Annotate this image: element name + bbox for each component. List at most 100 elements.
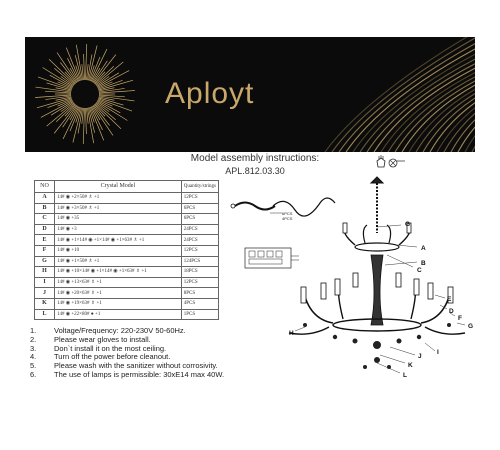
cell-qty: 12PCS xyxy=(180,244,220,257)
chain-pcs-top: 6PCS xyxy=(282,211,293,216)
instruction-number: 1. xyxy=(30,326,37,335)
col-crystal-model: Crystal Model xyxy=(54,180,182,193)
banner-art xyxy=(35,37,475,152)
part-label: I xyxy=(437,349,439,356)
cell-qty: 24PCS xyxy=(180,223,220,236)
instructions-list: 1.Voltage/Frequency: 220-230V 50-60Hz.2.… xyxy=(30,326,280,380)
instruction-text: Don`t install it on the most ceiling. xyxy=(54,343,167,353)
drill-gloves-icon xyxy=(376,155,405,168)
instruction-item: 1. Voltage/Frequency: 220-230V 50-60Hz. xyxy=(30,326,280,336)
cell-desc: 14# ◉ +35 xyxy=(54,213,182,225)
cell-no: B xyxy=(34,202,55,215)
instruction-text: Please wear gloves to install. xyxy=(54,334,151,344)
cell-no: E xyxy=(34,234,55,246)
cell-qty: 12PCS xyxy=(180,192,220,204)
cell-no: H xyxy=(34,266,55,278)
model-code: APL.812.03.30 xyxy=(225,166,285,176)
cell-desc: 14# ◉ +19×63# ♗ +1 xyxy=(54,297,182,310)
cell-desc: 14# ◉ +13×63# ♗ +1 xyxy=(54,276,182,289)
cell-desc: 14# ◉ +2×50# ♗ +1 xyxy=(54,192,182,204)
brand-banner: Aployt xyxy=(25,37,475,152)
part-label: J xyxy=(418,353,422,360)
part-label: K xyxy=(408,362,413,369)
chandelier-diagram: 6PCS 4PCS xyxy=(230,155,473,379)
instruction-text: Voltage/Frequency: 220-230V 50-60Hz. xyxy=(54,326,186,335)
instruction-number: 5. xyxy=(30,361,37,371)
part-label: G xyxy=(405,221,410,228)
cell-desc: 14# ◉ +1×14# ◉ +1×14# ◉ +1×63# ♗ +1 xyxy=(54,234,182,246)
instruction-item: 5. Please wash with the sanitizer without… xyxy=(30,361,280,371)
col-no: NO xyxy=(34,180,55,193)
cell-no: F xyxy=(34,244,55,257)
instruction-item: 3. Don`t install it on the most ceiling. xyxy=(30,343,280,354)
col-quantity: Quantity/strings xyxy=(180,180,220,193)
cell-qty: 12PCS xyxy=(180,276,220,289)
instruction-item: 4. Turn off the power before cleanout. xyxy=(30,352,280,362)
instruction-text: Turn off the power before cleanout. xyxy=(54,352,171,362)
instruction-text: The use of lamps is permissible: 30xE14 … xyxy=(54,369,225,379)
cell-desc: 14# ◉ +1×50# ♗ +1 xyxy=(54,255,182,268)
chain-pcs-bottom: 4PCS xyxy=(282,216,293,221)
cell-qty: 124PCS xyxy=(180,255,220,268)
instruction-item: 6. The use of lamps is permissible: 30xE1… xyxy=(30,369,280,380)
part-label: B xyxy=(421,260,426,267)
instruction-number: 2. xyxy=(30,334,37,344)
cell-desc: 14# ◉ +10 xyxy=(54,244,182,257)
gold-stripes xyxy=(324,37,475,152)
cell-desc: 14# ◉ +3×50# ♗ +1 xyxy=(54,202,182,215)
terminal-block-diagram xyxy=(244,247,299,269)
cell-qty: 1PCS xyxy=(180,308,220,321)
part-label: D xyxy=(449,308,454,315)
cell-qty: 6PCS xyxy=(180,213,220,225)
part-label: L xyxy=(403,372,407,379)
cell-qty: 18PCS xyxy=(180,266,220,278)
chain-diagram: 6PCS 4PCS xyxy=(230,197,336,221)
cell-no: J xyxy=(34,287,55,299)
instruction-number: 6. xyxy=(30,369,37,379)
part-label: G xyxy=(468,323,473,330)
instruction-text: Please wash with the sanitizer without c… xyxy=(54,361,218,371)
cell-desc: 14# ◉ +22×80# ● +1 xyxy=(54,308,182,321)
cell-no: K xyxy=(34,297,55,310)
part-label: A xyxy=(421,245,426,252)
instruction-number: 4. xyxy=(30,352,37,362)
chandelier xyxy=(288,176,466,374)
cell-no: G xyxy=(34,255,55,268)
cell-no: A xyxy=(34,192,55,204)
cell-desc: 14# ◉ +10×14# ◉ +1×14# ◉ +1×63# ♗ +1 xyxy=(54,266,182,278)
part-label: F xyxy=(458,315,462,322)
cell-desc: 14# ◉ +20×63# ♗ +1 xyxy=(54,287,182,299)
cell-desc: 14# ◉ +3 xyxy=(54,223,182,236)
cell-no: I xyxy=(34,276,55,289)
part-label: C xyxy=(417,267,422,274)
table-header-row: NO Crystal Model Quantity/strings xyxy=(34,180,220,193)
part-label: H xyxy=(289,330,294,337)
cell-no: L xyxy=(34,308,55,321)
page-title: Model assembly instructions: xyxy=(190,153,320,164)
instruction-item: 2. Please wear gloves to install. xyxy=(30,334,280,345)
cell-qty: 6PCS xyxy=(180,202,220,215)
cell-no: C xyxy=(34,213,55,225)
cell-qty: 8PCS xyxy=(180,287,220,299)
brand-name: Aployt xyxy=(165,77,255,110)
sunburst-logo-icon xyxy=(35,44,135,144)
cell-qty: 4PCS xyxy=(180,297,220,310)
instruction-number: 3. xyxy=(30,343,37,353)
part-label: E xyxy=(447,296,452,303)
cell-qty: 24PCS xyxy=(180,234,220,246)
cell-no: D xyxy=(34,223,55,236)
